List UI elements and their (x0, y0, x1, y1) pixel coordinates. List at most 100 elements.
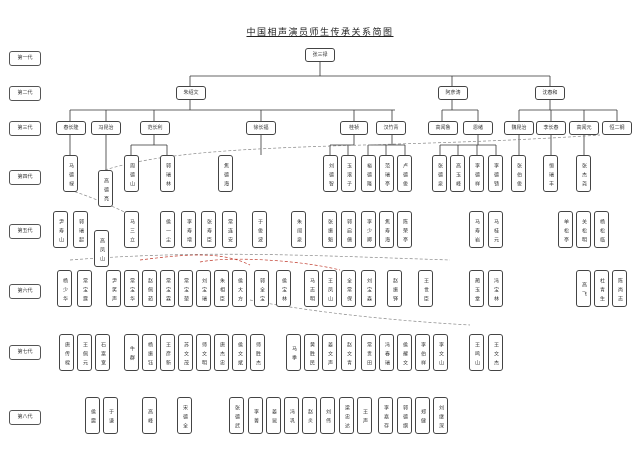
node-gen6-4: 赵佩茹 (142, 270, 157, 307)
node-gen7-6: 苏文茂 (178, 334, 193, 371)
node-gen4-7: 裕德隆 (361, 155, 376, 192)
node-gen6-17: 王世臣 (418, 270, 433, 307)
node-gen4-13: 李德钖 (488, 155, 503, 192)
node-gen2-0: 朱绍文 (176, 86, 206, 100)
node-gen5-19: 杨松临 (594, 211, 609, 248)
node-gen5-8: 于俊波 (252, 211, 267, 248)
node-gen5-3: 马三立 (124, 211, 139, 248)
gen-label-1: 第一代 (9, 51, 41, 66)
node-gen5-0: 尹寿山 (53, 211, 68, 248)
node-gen7-5: 王彦新 (160, 334, 175, 371)
node-gen6-0: 杨少华 (57, 270, 72, 307)
node-gen8-11: 王声 (357, 397, 372, 434)
node-gen4-0: 马德禄 (63, 155, 78, 192)
node-gen6-5: 常宝霖 (160, 270, 175, 307)
node-gen7-17: 侯耀文 (397, 334, 412, 371)
node-gen6-19: 冯宝林 (488, 270, 503, 307)
node-gen4-3: 郭瑞林 (160, 155, 175, 192)
node-gen2-2: 沈春和 (535, 86, 565, 100)
node-gen3-1: 冯昆治 (91, 121, 121, 135)
gen-label-7: 第七代 (9, 345, 41, 360)
node-gen7-7: 师文明 (196, 334, 211, 371)
node-gen6-3: 常宝华 (124, 270, 139, 307)
node-gen6-1: 常宝霆 (77, 270, 92, 307)
node-gen6-18: 蔺玉堂 (469, 270, 484, 307)
gen-label-2: 第二代 (9, 86, 41, 101)
node-gen8-13: 郭德纲 (397, 397, 412, 434)
node-gen4-16: 张杰尧 (576, 155, 591, 192)
node-gen1-0: 张三禄 (305, 48, 335, 62)
node-gen3-5: 汉竹青 (376, 121, 406, 135)
node-gen7-18: 李伯祥 (415, 334, 430, 371)
node-gen6-10: 郭全宝 (254, 270, 269, 307)
node-gen6-9: 侯大方 (232, 270, 247, 307)
node-gen6-11: 侯宝林 (276, 270, 291, 307)
node-gen3-3: 徐长福 (246, 121, 276, 135)
node-gen7-13: 姜文声 (322, 334, 337, 371)
node-gen7-12: 黄胜民 (304, 334, 319, 371)
gen-label-4: 第四代 (9, 170, 41, 185)
node-gen5-12: 李少卿 (361, 211, 376, 248)
node-gen7-9: 侯文斌 (232, 334, 247, 371)
node-gen7-1: 王佩元 (77, 334, 92, 371)
node-gen4-1: 高德亮 (98, 170, 113, 207)
node-gen5-6: 张寿臣 (201, 211, 216, 248)
node-gen6-7: 刘宝瑞 (196, 270, 211, 307)
node-gen7-10: 师胜杰 (250, 334, 265, 371)
node-gen7-11: 马季 (286, 334, 301, 371)
node-gen5-1: 郭瑞起 (73, 211, 88, 248)
node-gen7-2: 石富宽 (95, 334, 110, 371)
node-gen8-7: 冯巩 (284, 397, 299, 434)
node-gen3-8: 魏昆治 (504, 121, 534, 135)
node-gen3-2: 范长利 (140, 121, 170, 135)
node-gen7-8: 唐杰忠 (214, 334, 229, 371)
node-gen5-2: 高凤山 (94, 230, 109, 267)
node-gen7-20: 王鸣山 (469, 334, 484, 371)
node-gen5-15: 马寿岩 (469, 211, 484, 248)
node-gen3-10: 高闻元 (569, 121, 599, 135)
node-gen4-15: 恒瑞丰 (543, 155, 558, 192)
node-gen5-16: 马桂元 (488, 211, 503, 248)
gen-label-5: 第五代 (9, 224, 41, 239)
node-gen4-9: 卢德俊 (397, 155, 412, 192)
node-gen5-13: 焦寿海 (379, 211, 394, 248)
node-gen4-11: 高玉峰 (450, 155, 465, 192)
node-gen6-2: 尹笑声 (106, 270, 121, 307)
node-gen8-1: 于谦 (103, 397, 118, 434)
node-gen4-2: 周德山 (124, 155, 139, 192)
node-gen8-9: 刘伟 (320, 397, 335, 434)
node-gen6-22: 陈尚志 (612, 270, 627, 307)
node-gen6-21: 杜青生 (594, 270, 609, 307)
node-gen4-14: 张伯俊 (511, 155, 526, 192)
gen-label-8: 第八代 (9, 410, 41, 425)
node-gen5-4: 侯一尘 (160, 211, 175, 248)
node-gen8-0: 侯震 (85, 397, 100, 434)
node-gen8-3: 宋德全 (177, 397, 192, 434)
node-gen7-14: 赵文青 (341, 334, 356, 371)
node-gen4-10: 张德泉 (432, 155, 447, 192)
node-gen8-2: 高峰 (142, 397, 157, 434)
node-gen5-11: 郭启儒 (341, 211, 356, 248)
node-gen3-4: 桂祯 (340, 121, 368, 135)
node-gen7-16: 冯春瑞 (379, 334, 394, 371)
node-gen6-16: 赵振铎 (387, 270, 402, 307)
node-gen6-14: 全常保 (341, 270, 356, 307)
gen-label-6: 第六代 (9, 284, 41, 299)
node-gen8-5: 李菁 (248, 397, 263, 434)
node-gen6-8: 朱相臣 (214, 270, 229, 307)
node-gen7-4: 杨振钰 (142, 334, 157, 371)
node-gen7-19: 李文山 (433, 334, 448, 371)
node-gen5-14: 陈荣亭 (397, 211, 412, 248)
node-gen8-12: 李嘉存 (378, 397, 393, 434)
node-gen3-0: 春长隆 (56, 121, 86, 135)
node-gen6-6: 常宝堃 (178, 270, 193, 307)
node-gen8-4: 张德武 (229, 397, 244, 434)
node-gen5-18: 关松明 (576, 211, 591, 248)
node-gen3-9: 李长春 (536, 121, 566, 135)
node-gen5-7: 常连安 (222, 211, 237, 248)
node-gen6-15: 刘宝森 (361, 270, 376, 307)
node-gen4-12: 李德祥 (469, 155, 484, 192)
node-gen8-15: 刘继深 (433, 397, 448, 434)
diagram-title: 中国相声演员师生传承关系简图 (246, 28, 394, 38)
